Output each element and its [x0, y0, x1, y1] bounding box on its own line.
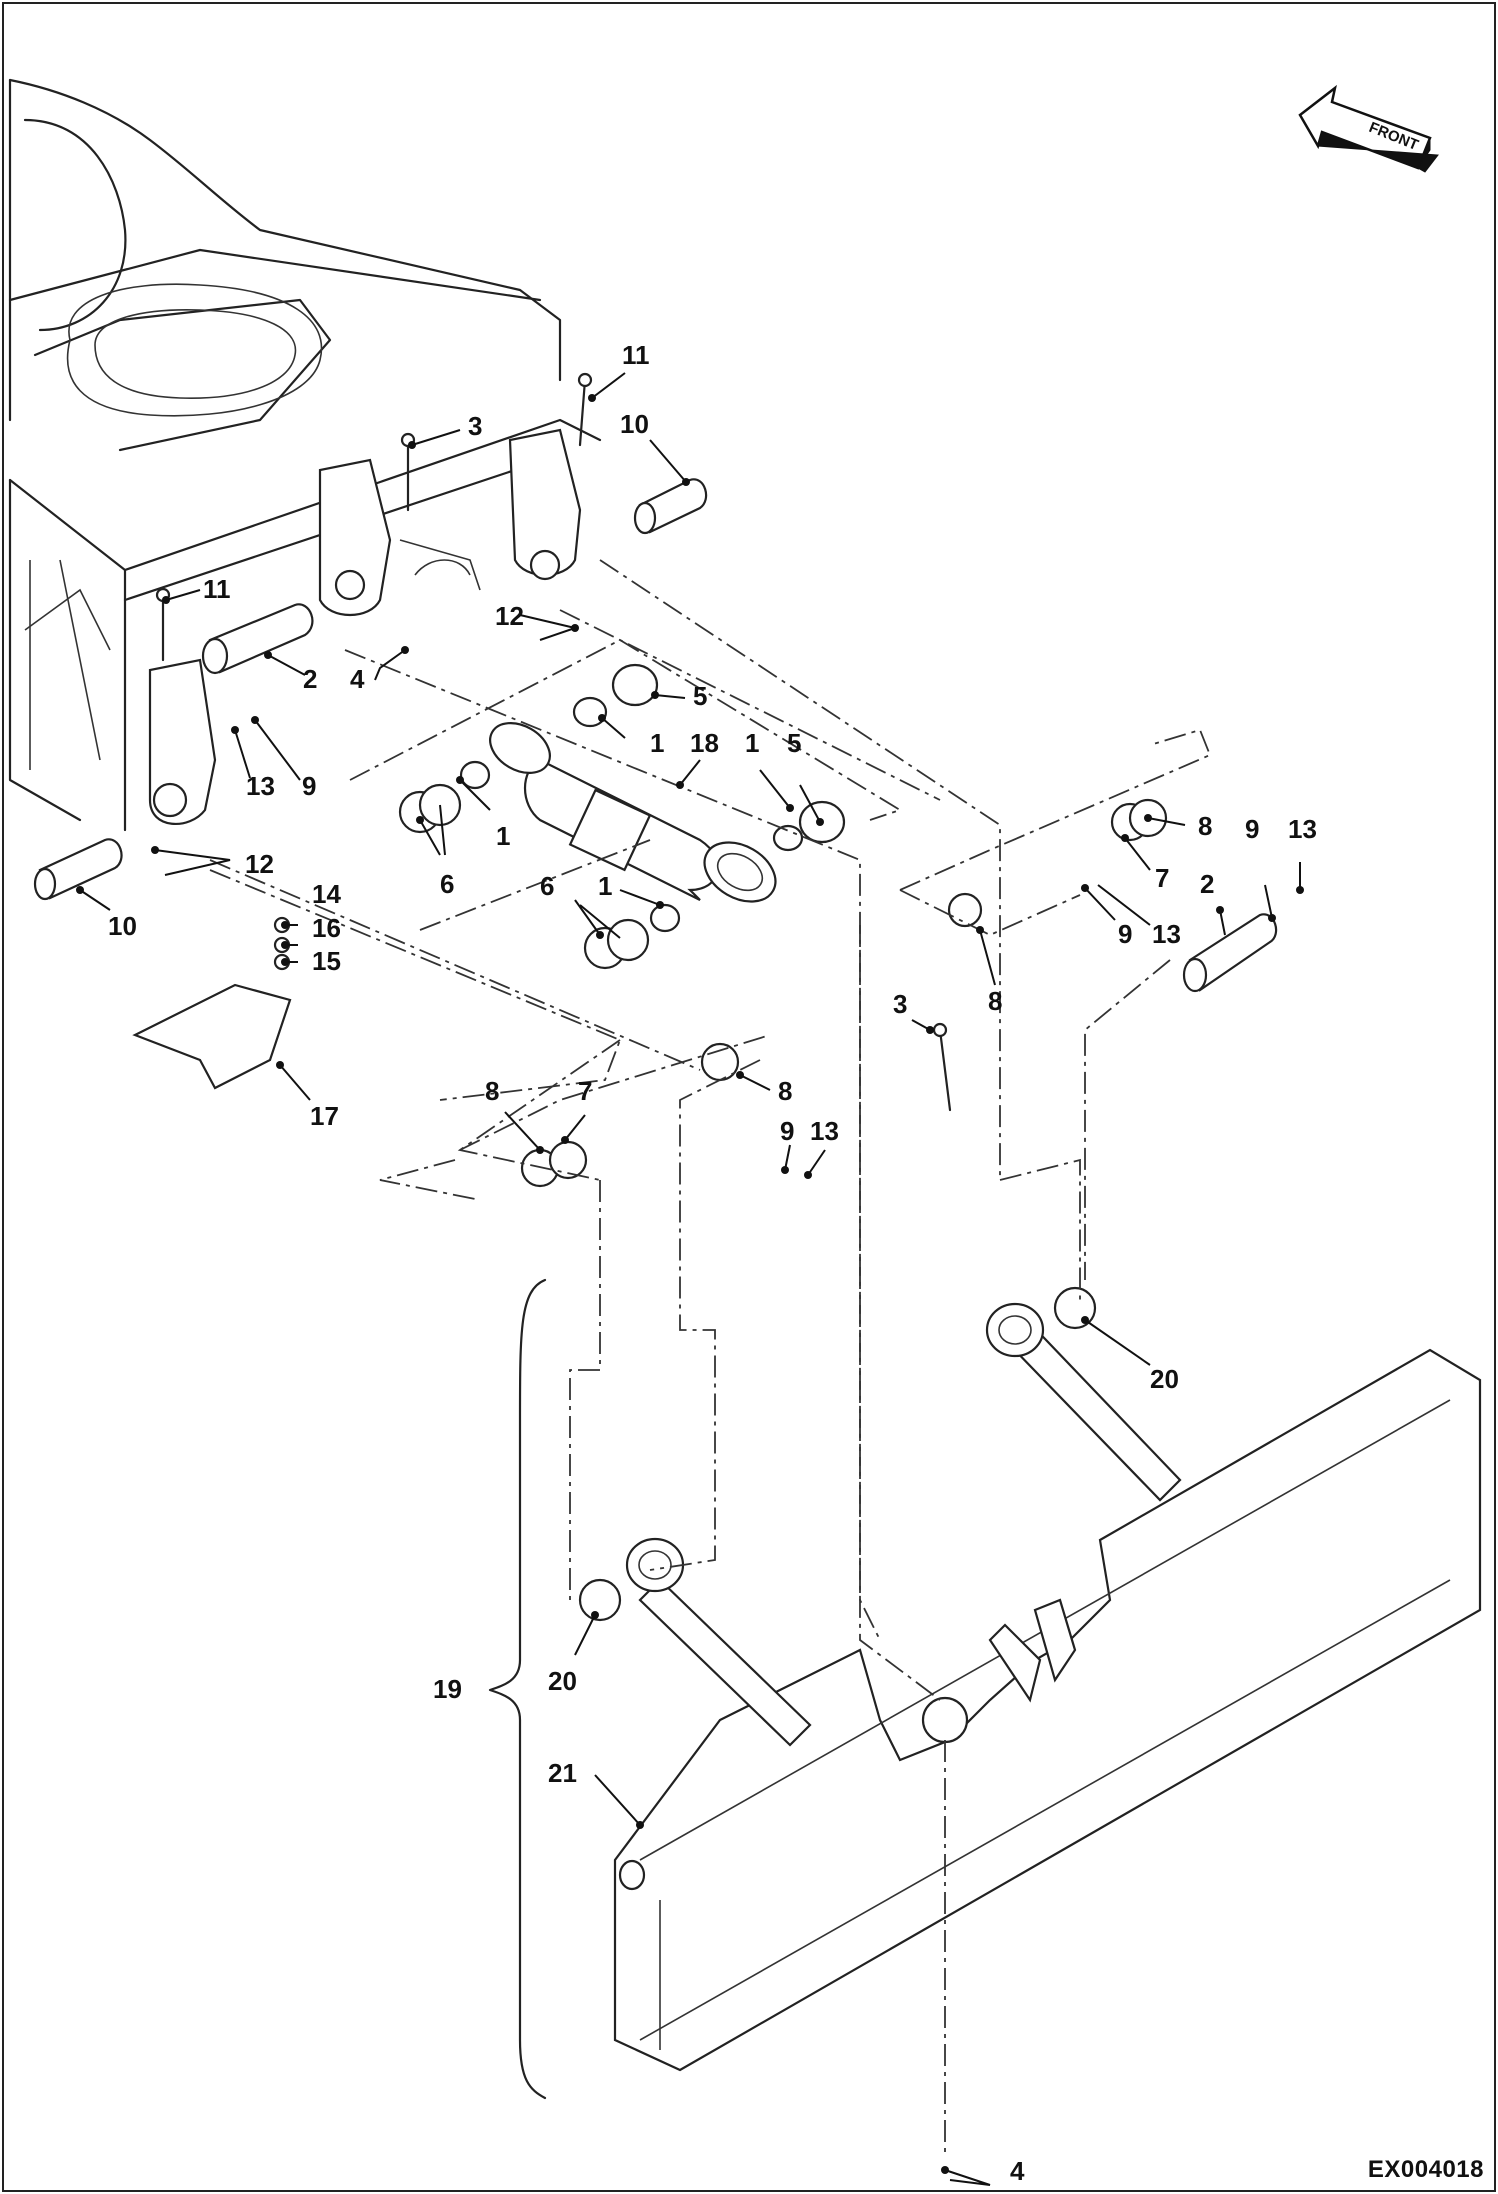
callout-4-top: 4 — [350, 664, 365, 694]
callout-8-lower-mid: 8 — [778, 1076, 792, 1106]
reference-code: EX004018 — [1367, 2156, 1484, 2183]
callout-9-right: 9 — [1118, 919, 1132, 949]
callout-21: 21 — [548, 1758, 577, 1788]
callout-17: 17 — [310, 1101, 339, 1131]
dozer-cylinder — [489, 722, 777, 903]
callout-8-right: 8 — [1198, 811, 1212, 841]
callout-7-lower-left: 7 — [578, 1076, 592, 1106]
pins — [33, 478, 1278, 993]
callout-2-left: 2 — [303, 664, 317, 694]
callout-12-top: 12 — [495, 601, 524, 631]
callout-10-top: 10 — [620, 409, 649, 439]
assembly-brace — [488, 1278, 547, 2100]
callout-19: 19 — [433, 1674, 462, 1704]
callout-1-left: 1 — [496, 821, 510, 851]
center-lines — [209, 559, 1212, 2155]
callout-3-top: 3 — [468, 411, 482, 441]
callout-9-lower-mid: 9 — [780, 1116, 794, 1146]
callout-16: 16 — [312, 913, 341, 943]
callout-5-right: 5 — [787, 728, 801, 758]
callout-1-top: 1 — [650, 728, 664, 758]
callout-9-far-right: 9 — [1245, 814, 1259, 844]
callout-11-left: 11 — [203, 574, 231, 604]
callout-1-right: 1 — [745, 728, 759, 758]
callout-1-mid: 1 — [598, 871, 612, 901]
callout-13-lower-mid: 13 — [810, 1116, 839, 1146]
callout-9-left: 9 — [302, 771, 316, 801]
callout-18: 18 — [690, 728, 719, 758]
callout-7-right: 7 — [1155, 863, 1169, 893]
callout-20-right: 20 — [1150, 1364, 1179, 1394]
callout-14: 14 — [312, 879, 341, 909]
leader-lines — [76, 372, 1304, 2186]
callout-8-lower-left: 8 — [485, 1076, 499, 1106]
callout-3-mid: 3 — [893, 989, 907, 1019]
rings-and-washers — [398, 663, 1168, 1188]
cover-plate — [132, 916, 292, 1090]
dozer-blade — [578, 1286, 1482, 2072]
callout-20-left: 20 — [548, 1666, 577, 1696]
callout-11-top: 11 — [622, 340, 650, 370]
callout-8-mid: 8 — [988, 986, 1002, 1016]
callout-4-bottom: 4 — [1010, 2156, 1025, 2186]
callout-2-right: 2 — [1200, 869, 1214, 899]
callout-labels: 11 10 3 11 12 2 4 5 1 18 1 5 13 9 1 6 12… — [108, 340, 1317, 2186]
callout-5-top: 5 — [693, 681, 707, 711]
callout-6-mid: 6 — [540, 871, 554, 901]
upper-frame — [8, 78, 602, 832]
callout-13-right: 13 — [1152, 919, 1181, 949]
callout-13-far-right: 13 — [1288, 814, 1317, 844]
callout-13-left: 13 — [246, 771, 275, 801]
callout-6-left: 6 — [440, 869, 454, 899]
callout-12-left: 12 — [245, 849, 274, 879]
front-arrow-icon: FRONT — [1298, 84, 1439, 173]
callout-10-left: 10 — [108, 911, 137, 941]
callout-15: 15 — [312, 946, 341, 976]
